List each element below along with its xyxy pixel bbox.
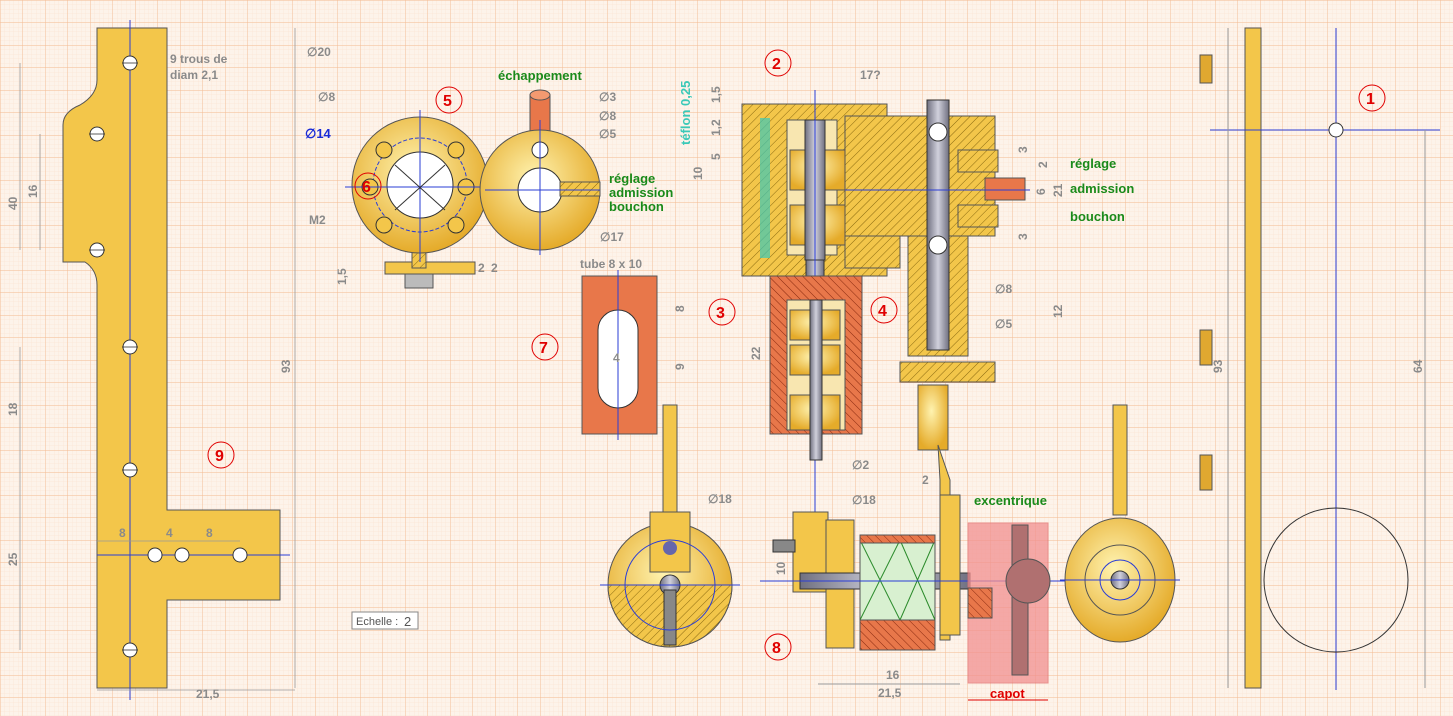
dim-3b: 3: [1016, 233, 1030, 240]
part-circle-9: [207, 441, 235, 469]
part-number-8: 8: [772, 640, 781, 657]
dim-17q: 17?: [860, 68, 881, 82]
dim-16: 16: [26, 184, 40, 198]
dim-21: 21: [1051, 183, 1065, 197]
dim-8a: 8: [119, 526, 126, 540]
flywheel-right: [1060, 404, 1180, 643]
label-reglage-right: réglage: [1070, 156, 1116, 171]
holes-note: 9 trous de: [170, 52, 228, 66]
dim-5-body: 5: [709, 153, 723, 160]
dim-6: 6: [1034, 188, 1048, 195]
dim-18: 18: [6, 402, 20, 416]
dim-1-2: 1,2: [709, 119, 723, 136]
label-excentrique: excentrique: [974, 493, 1047, 508]
dim-25: 25: [6, 552, 20, 566]
dim-93-left: 93: [279, 359, 293, 373]
part-number-4: 4: [878, 303, 887, 320]
dim-9-tube: 9: [673, 363, 687, 370]
part-circle-7: [531, 333, 559, 361]
scale-label: Echelle :: [356, 616, 398, 628]
part-7-tube: [581, 270, 658, 440]
dim-3a: 3: [1016, 146, 1030, 153]
part-circle-6: [354, 172, 382, 200]
holes-note-2: diam 2,1: [170, 68, 218, 82]
dim-d8a: ∅8: [318, 90, 335, 104]
part-number-5: 5: [443, 93, 452, 110]
dim-d18-crank: ∅18: [852, 493, 876, 507]
label-teflon: téflon 0,25: [678, 81, 693, 145]
dim-21-5-crank: 21,5: [878, 686, 902, 700]
label-bouchon-right: bouchon: [1070, 209, 1125, 224]
dim-2-h: 2: [922, 473, 929, 487]
dim-1-5: 1,5: [335, 268, 349, 285]
part-valve-disc: [479, 89, 601, 255]
capot-cover: [967, 522, 1051, 684]
dim-d18-left: ∅18: [708, 492, 732, 506]
part-number-7: 7: [539, 340, 548, 357]
dim-d17: ∅17: [600, 230, 624, 244]
dim-4: 4: [166, 526, 173, 540]
dim-d8-valve: ∅8: [995, 282, 1012, 296]
part-circle-4: [870, 296, 898, 324]
dim-2a: 2: [478, 261, 485, 275]
label-reglage-left: réglage: [609, 171, 655, 186]
dim-d14: ∅14: [305, 126, 332, 141]
part-circle-3: [708, 298, 736, 326]
label-admission-right: admission: [1070, 181, 1134, 196]
flywheel-left: [600, 404, 740, 648]
dim-d5-valve: ∅5: [995, 317, 1012, 331]
dim-8b: 8: [206, 526, 213, 540]
label-tube: tube 8 x 10: [580, 257, 642, 271]
scale-badge: Echelle : 2: [351, 611, 419, 630]
dim-2c: 2: [1036, 161, 1050, 168]
part-number-2: 2: [772, 56, 781, 73]
dim-d20: ∅20: [307, 45, 331, 59]
dim-d8b: ∅8: [599, 109, 616, 123]
label-bouchon-left: bouchon: [609, 199, 664, 214]
dim-40: 40: [6, 196, 20, 210]
dim-4-tube: 4: [613, 351, 620, 365]
dim-d2: ∅2: [852, 458, 869, 472]
dim-2b: 2: [491, 261, 498, 275]
dim-16: 16: [886, 668, 900, 682]
label-exhaust: échappement: [498, 68, 582, 83]
label-capot: capot: [990, 686, 1025, 701]
dim-d5: ∅5: [599, 127, 616, 141]
label-m2: M2: [309, 213, 326, 227]
dim-21-5-left: 21,5: [196, 687, 220, 701]
part-number-3: 3: [716, 305, 725, 322]
scale-value: 2: [404, 614, 411, 629]
dim-1-5-body: 1,5: [709, 86, 723, 103]
part-circle-2: [764, 49, 792, 77]
part-number-6: 6: [362, 179, 371, 196]
dim-64: 64: [1411, 359, 1425, 373]
part-circle-1: [1358, 84, 1386, 112]
part-number-9: 9: [215, 448, 224, 465]
dim-8-tube: 8: [673, 305, 687, 312]
part-circle-5: [435, 86, 463, 114]
part-number-1: 1: [1366, 91, 1375, 108]
dim-d3: ∅3: [599, 90, 616, 104]
label-admission-left: admission: [609, 185, 673, 200]
dim-12: 12: [1051, 304, 1065, 318]
dim-10-body: 10: [691, 166, 705, 180]
dim-93-right: 93: [1211, 359, 1225, 373]
dim-22: 22: [749, 346, 763, 360]
part-5-cylinder-head: [345, 110, 495, 289]
part-9-frame-plate: [19, 20, 296, 700]
part-4-valve-body: [844, 99, 1030, 641]
part-circle-8: [764, 633, 792, 661]
part-1-side-plate: [1199, 27, 1440, 690]
dim-10-crank: 10: [774, 561, 788, 575]
part-3-cylinder: [769, 275, 863, 461]
